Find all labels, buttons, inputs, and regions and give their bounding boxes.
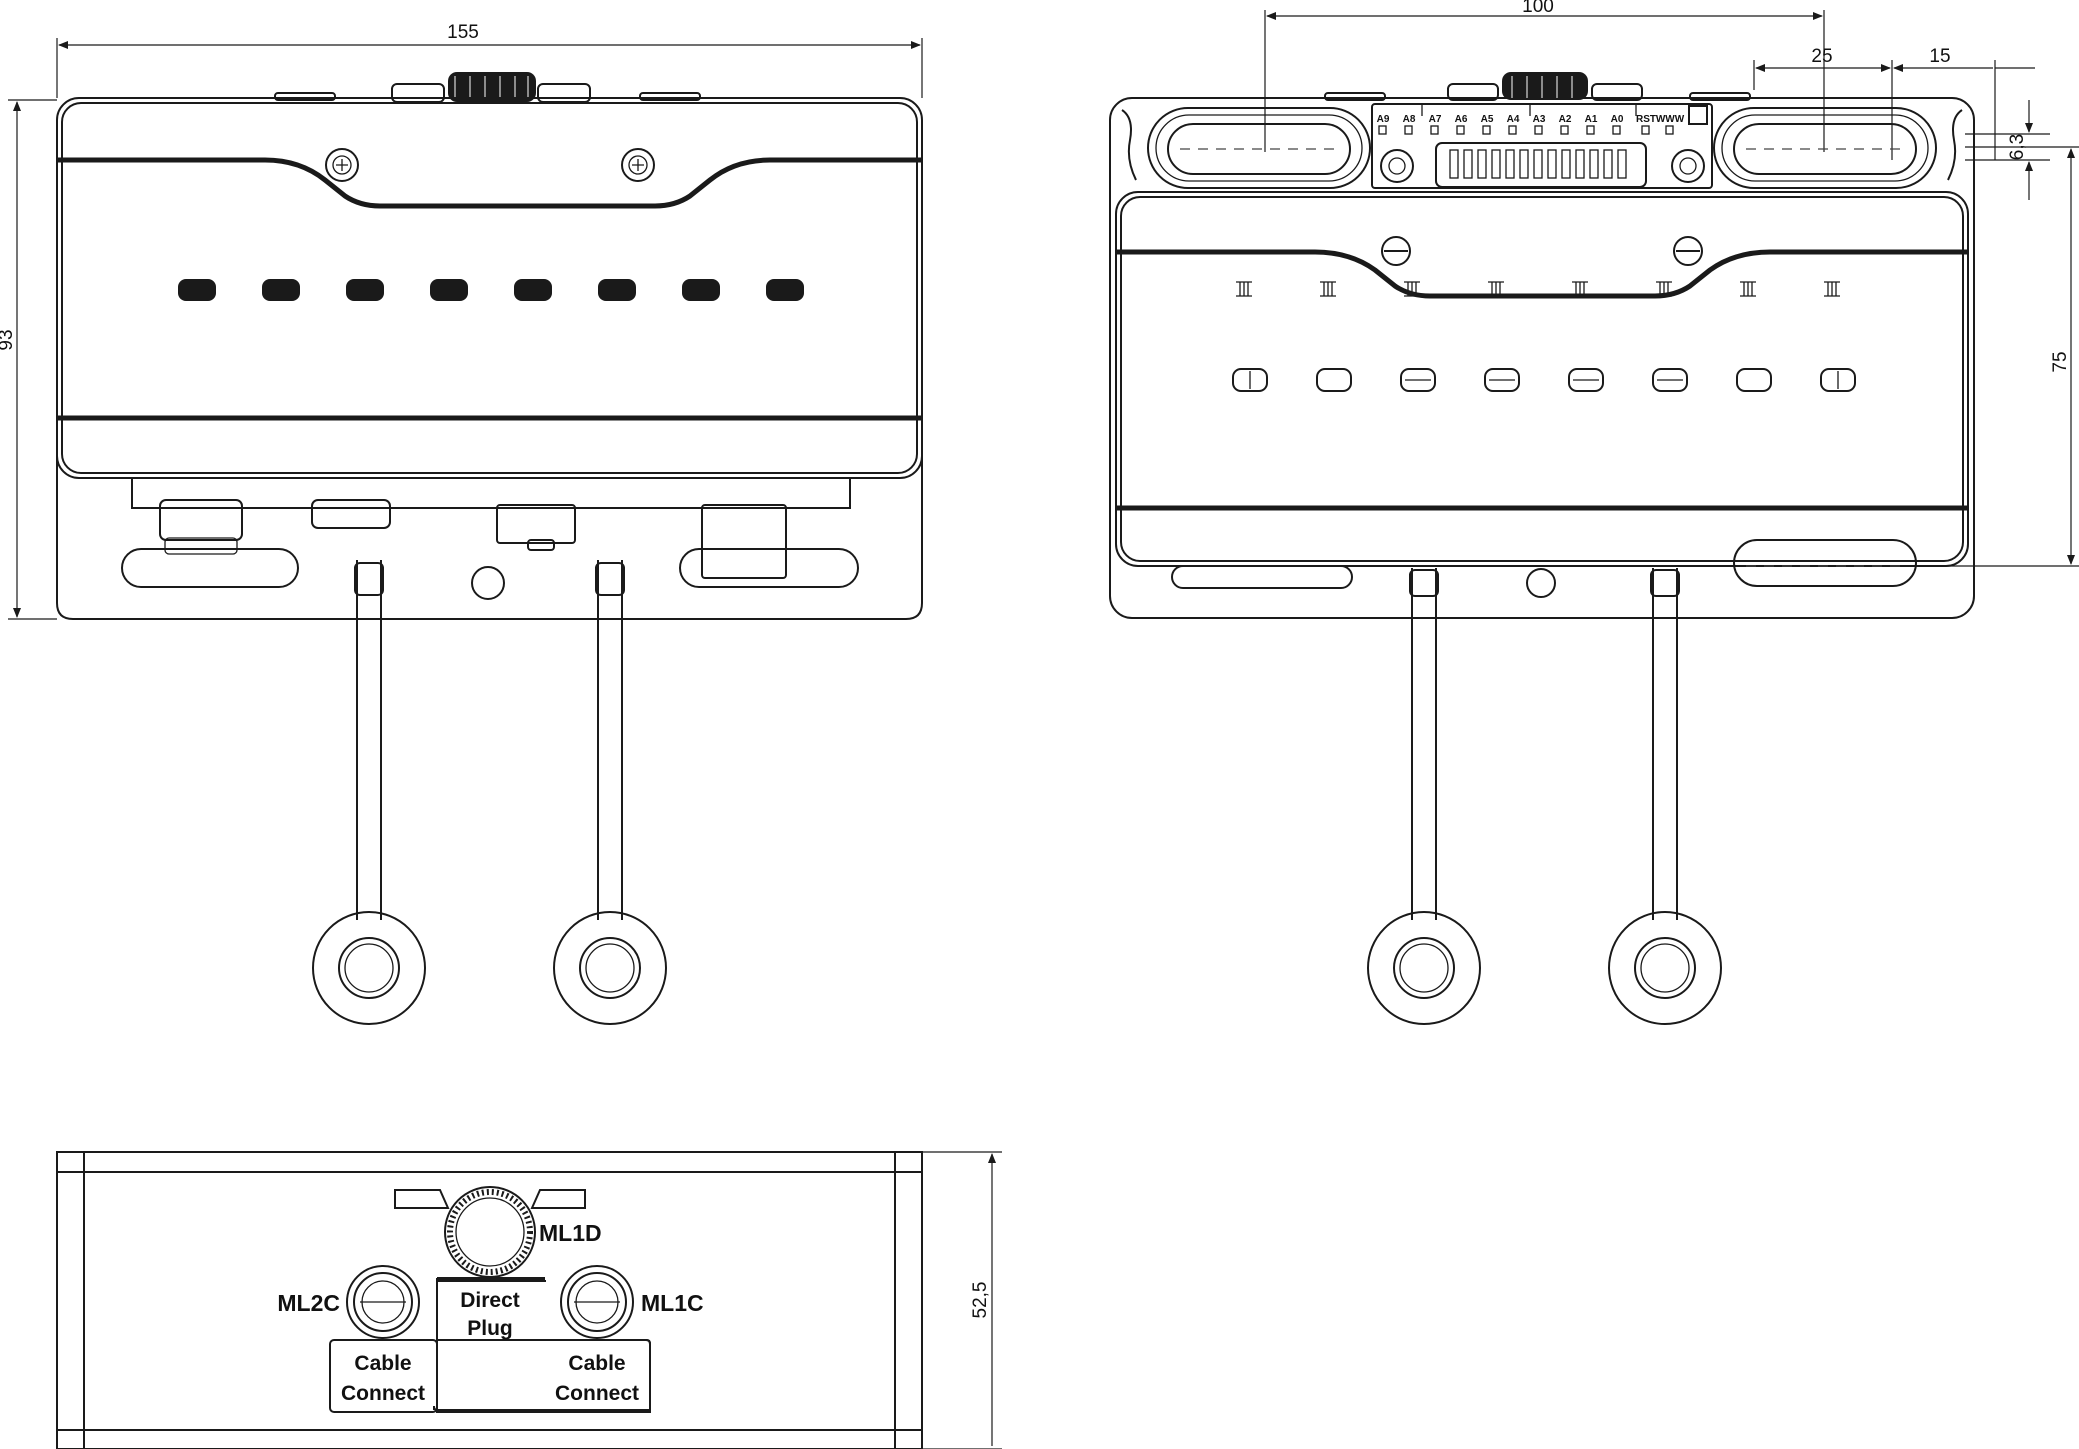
switch-label-a5: A5 (1481, 114, 1494, 125)
rear-hole (1526, 568, 1556, 598)
dim-front-height: 93 (0, 99, 57, 620)
ml1d-connector (444, 1186, 536, 1278)
front-cap-left (312, 560, 426, 1025)
rear-top-connectors (1324, 72, 1751, 101)
front-screw-left (325, 148, 359, 182)
front-view: 155 93 (0, 22, 923, 1025)
rear-upper-band (1116, 249, 1968, 299)
front-body (56, 97, 923, 479)
front-base-plate (56, 400, 923, 620)
dim-rear-slot-a-label: 25 (1811, 46, 1832, 67)
rear-cap-right (1608, 568, 1722, 1025)
dim-rear-slot-height: 6,3 (1965, 100, 2050, 200)
switch-label-a0: A0 (1611, 114, 1624, 125)
front-led-row (178, 279, 804, 301)
cable-connect-right-label-1: Cable (568, 1352, 625, 1375)
ml2c-label: ML2C (277, 1290, 340, 1316)
dim-rear-height: 75 (1850, 146, 2079, 567)
cable-connect-left-label-2: Connect (341, 1382, 425, 1405)
cable-connect-right-label-2: Connect (555, 1382, 639, 1405)
switch-label-a6: A6 (1455, 114, 1468, 125)
side-body (56, 1151, 923, 1449)
rear-bottom-slot-left (1171, 565, 1353, 589)
dim-side-height: 52,5 (922, 1151, 1002, 1449)
ml1c-label: ML1C (641, 1290, 704, 1316)
rear-screw-right (1673, 236, 1703, 266)
ml2c-connector (346, 1265, 420, 1339)
rear-mark-row (1236, 281, 1840, 297)
front-hole (471, 566, 505, 600)
front-screw-right (621, 148, 655, 182)
rear-body (1115, 191, 1969, 567)
switch-label-a8: A8 (1403, 114, 1416, 125)
dim-front-height-label: 93 (0, 329, 17, 350)
rear-slot-left (1147, 107, 1371, 189)
cable-connect-left-label-1: Cable (354, 1352, 411, 1375)
direct-plug-label-1: Direct (460, 1289, 520, 1312)
dim-front-width-label: 155 (447, 22, 479, 43)
switch-label-a1: A1 (1585, 114, 1598, 125)
dim-front-width: 155 (56, 22, 923, 98)
dim-rear-slots: 25 15 (1753, 46, 2035, 160)
front-upper-band (57, 157, 922, 209)
dim-rear-pitch: 100 (1264, 0, 1825, 152)
rear-cap-left (1367, 568, 1481, 1025)
direct-plug-label-2: Plug (467, 1317, 513, 1340)
front-bottom-rail (131, 477, 851, 509)
ml1c-connector (560, 1265, 634, 1339)
rear-slot-right (1713, 107, 1937, 189)
front-cap-right (553, 560, 667, 1025)
rear-screw-left (1381, 236, 1411, 266)
dim-rear-pitch-label: 100 (1522, 0, 1554, 17)
side-vent-right (530, 1189, 586, 1209)
switch-label-a3: A3 (1533, 114, 1546, 125)
address-switch-panel: A9 A8 A7 A6 A5 A4 A3 A2 A1 A0 RST WWW (1371, 103, 1713, 189)
dim-rear-height-label: 75 (2050, 351, 2071, 372)
switch-label-rst: RST (1636, 114, 1656, 125)
side-vent-left (394, 1189, 450, 1209)
switch-label-a4: A4 (1507, 114, 1520, 125)
rear-lightpipe-row (1232, 368, 1856, 392)
switch-label-www: WWW (1656, 114, 1685, 125)
front-bottom-connectors (159, 499, 787, 579)
rear-view: 100 25 15 6,3 75 (1109, 0, 2079, 1025)
switch-label-a9: A9 (1377, 114, 1390, 125)
rear-bottom-slot-right (1733, 539, 1917, 587)
switch-label-a7: A7 (1429, 114, 1442, 125)
dim-side-height-label: 52,5 (970, 1282, 991, 1319)
front-slot-left (121, 548, 299, 588)
switch-label-a2: A2 (1559, 114, 1572, 125)
front-slot-right (679, 548, 859, 588)
dim-rear-slot-b-label: 15 (1929, 46, 1950, 67)
side-view: 52,5 ML1D ML2C M (56, 1151, 1002, 1449)
ml1d-label: ML1D (539, 1220, 602, 1246)
